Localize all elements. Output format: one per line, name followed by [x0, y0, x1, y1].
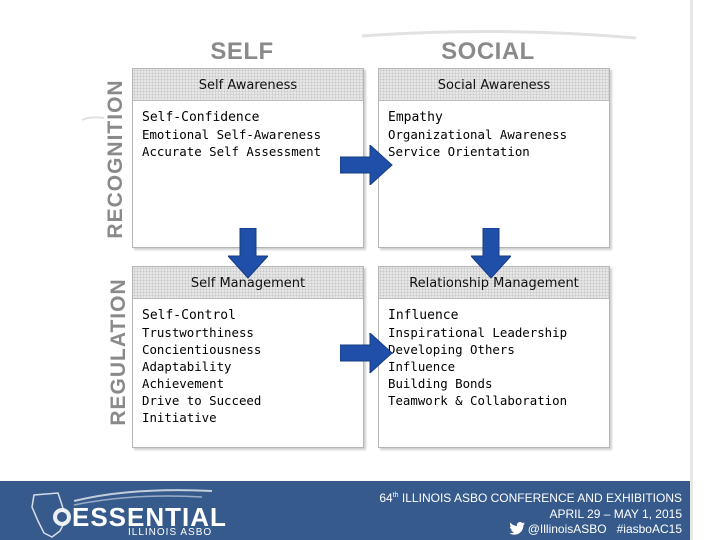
twitter-handle: @IllinoisASBO [527, 522, 607, 536]
conference-suffix: th [392, 492, 399, 499]
arrow-down-icon [228, 228, 268, 279]
list-item: Developing Others [388, 342, 515, 357]
list-item: Organizational Awareness [388, 127, 568, 142]
row-heading-regulation: REGULATION [107, 278, 130, 426]
twitter-bird-icon [508, 522, 525, 535]
list-item: Drive to Succeed [142, 393, 262, 408]
list-item: Emotional Self-Awareness [142, 127, 322, 142]
quadrant-self-management: Self Management Self-Control Trustworthi… [132, 266, 364, 448]
page-edge [690, 0, 720, 540]
footer-banner [0, 481, 690, 540]
arrow-down-icon [471, 228, 511, 279]
decorative-swoosh-left [81, 116, 105, 121]
list-item: Accurate Self Assessment [142, 144, 322, 159]
conference-name: ILLINOIS ASBO CONFERENCE AND EXHIBITIONS [401, 491, 682, 505]
logo-subtitle: ILLINOIS ASBO [128, 527, 213, 538]
list-item: Initiative [142, 410, 217, 425]
list-item: Inspirational Leadership [388, 325, 568, 340]
column-heading-social: SOCIAL [441, 38, 535, 65]
quadrant-social-awareness: Social Awareness Empathy Organizational … [378, 68, 610, 248]
list-item: Influence [388, 359, 456, 374]
row-heading-recognition: RECOGNITION [104, 79, 127, 239]
quadrant-lead: Self-Control [142, 308, 236, 323]
list-item: Building Bonds [388, 376, 493, 391]
list-item: Concientiousness [142, 342, 262, 357]
logo-wordmark: ESSENTIAL [72, 502, 227, 532]
quadrant-relationship-management: Relationship Management Influence Inspir… [378, 266, 610, 448]
arrow-right-icon [340, 333, 393, 373]
quadrant-self-awareness: Self Awareness Self-Confidence Emotional… [132, 68, 364, 248]
arrow-right-icon [340, 145, 393, 185]
quadrant-lead: Self-Confidence [142, 110, 260, 125]
list-item: Teamwork & Collaboration [388, 393, 568, 408]
quadrant-lead: Influence [388, 308, 459, 323]
conference-dates: APRIL 29 – MAY 1, 2015 [549, 507, 682, 521]
hashtag: #iasboAC15 [616, 522, 682, 536]
social-line: @IllinoisASBO #iasboAC15 [508, 522, 682, 536]
illinois-logo-icon [31, 489, 213, 538]
decorative-swoosh-top [361, 29, 637, 40]
list-item: Achievement [142, 376, 225, 391]
conference-number: 64 [379, 491, 393, 505]
quadrant-header: Social Awareness [379, 69, 609, 101]
quadrant-header: Self Awareness [133, 69, 363, 101]
quadrant-lead: Empathy [388, 110, 443, 125]
conference-title: 64th ILLINOIS ASBO CONFERENCE AND EXHIBI… [379, 491, 682, 505]
list-item: Adaptability [142, 359, 232, 374]
list-item: Service Orientation [388, 144, 530, 159]
list-item: Trustworthiness [142, 325, 254, 340]
column-heading-self: SELF [210, 38, 274, 65]
